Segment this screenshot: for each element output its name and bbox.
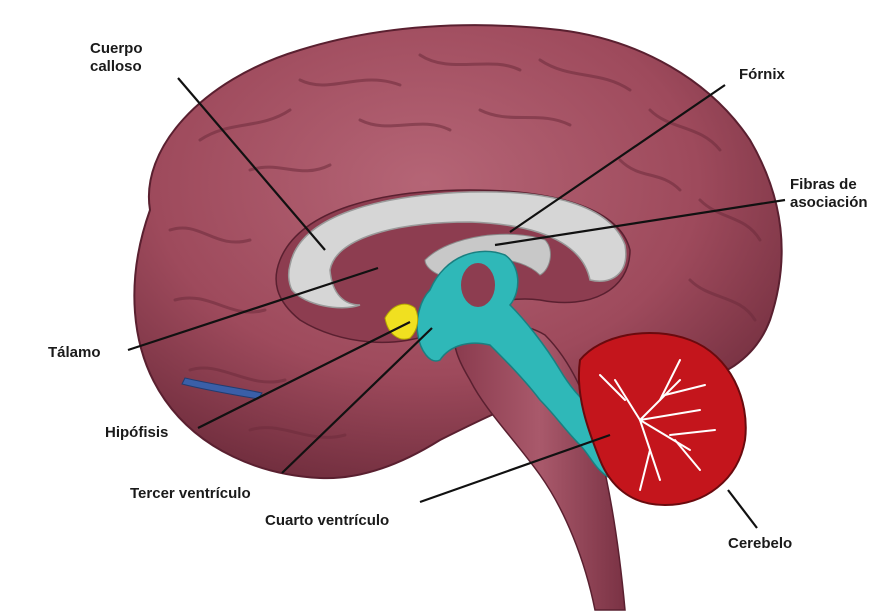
label-fibras-line1: Fibras de — [790, 176, 868, 194]
leader-cerebelo — [728, 490, 757, 528]
label-fibras-asociacion: Fibras de asociación — [790, 176, 868, 212]
label-cuerpo-calloso: Cuerpo calloso — [90, 40, 143, 76]
label-cuerpo-calloso-line1: Cuerpo — [90, 40, 143, 58]
label-talamo: Tálamo — [48, 344, 101, 362]
label-fibras-line2: asociación — [790, 194, 868, 212]
label-cuerpo-calloso-line2: calloso — [90, 58, 143, 76]
interthalamic-adhesion — [461, 263, 495, 307]
label-tercer-ventriculo: Tercer ventrículo — [130, 485, 251, 503]
label-fornix: Fórnix — [739, 66, 785, 84]
label-hipofisis: Hipófisis — [105, 424, 168, 442]
label-cerebelo: Cerebelo — [728, 535, 792, 553]
label-cuarto-ventriculo: Cuarto ventrículo — [265, 512, 389, 530]
